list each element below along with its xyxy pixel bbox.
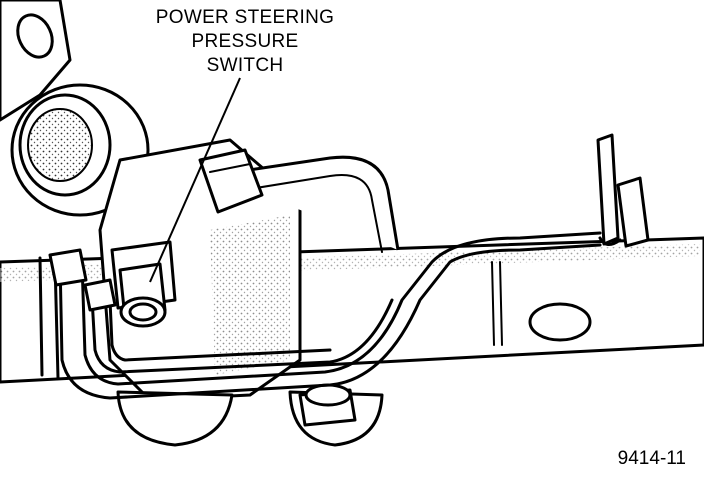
- pressure-switch-callout: POWER STEERING PRESSURE SWITCH: [130, 6, 360, 78]
- upper-pressure-line: [198, 148, 400, 253]
- figure-number: 9414-11: [617, 448, 686, 469]
- transfer-lines: [38, 231, 602, 400]
- mounting-bolt: [298, 383, 357, 427]
- right-line-bracket: [596, 133, 650, 248]
- callout-line-1: POWER STEERING: [155, 7, 335, 28]
- callout-line-3: SWITCH: [206, 55, 284, 76]
- pressure-switch: [110, 240, 177, 328]
- line-fittings: [48, 248, 117, 312]
- callout-line-2: PRESSURE: [191, 31, 299, 52]
- tie-rod-end: [0, 0, 72, 122]
- callout-leader-line: [149, 77, 241, 283]
